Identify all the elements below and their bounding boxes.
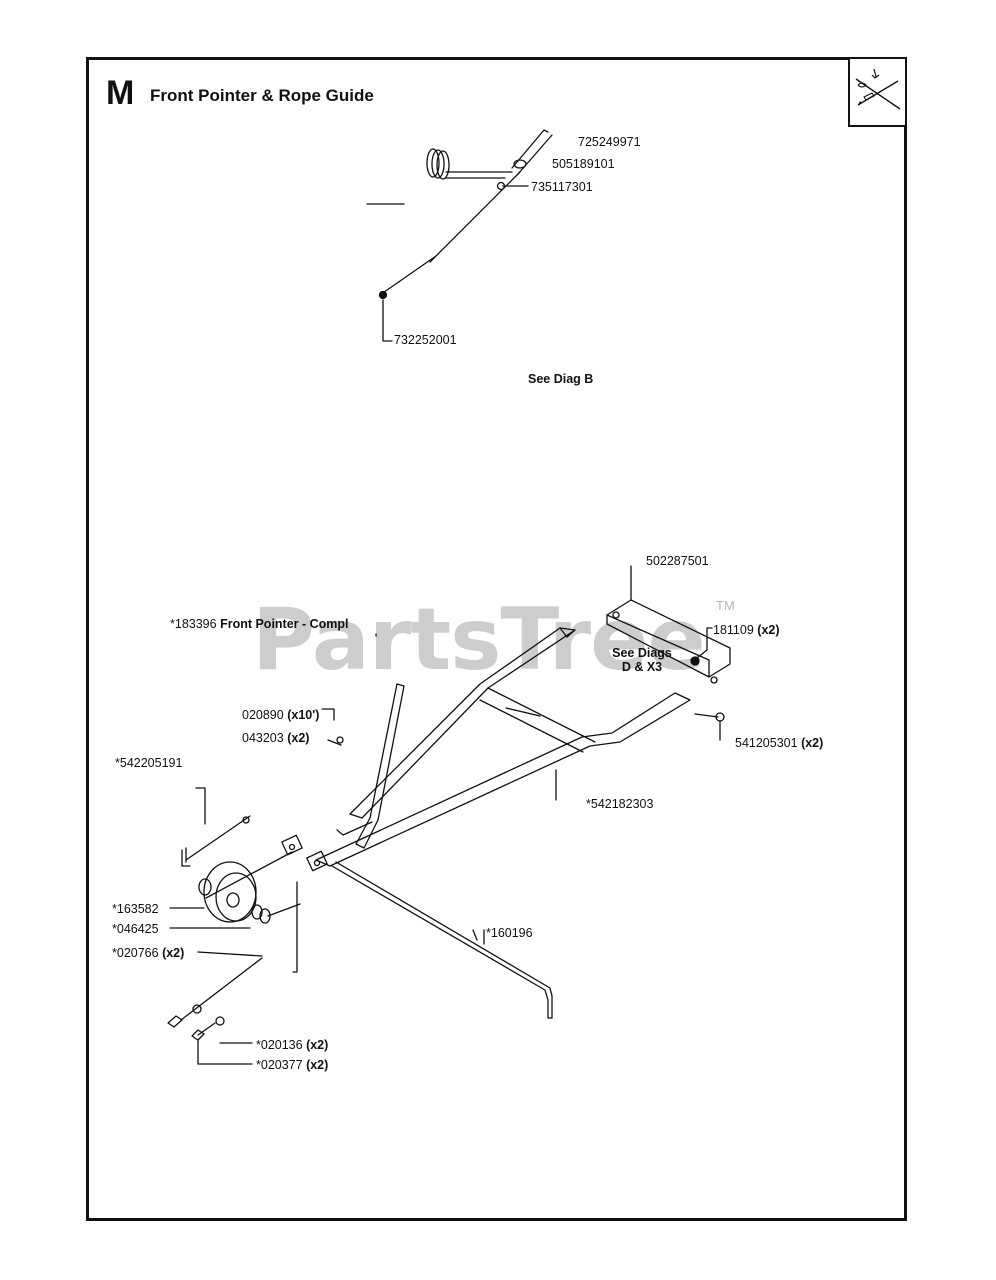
part-qty: (x10')	[287, 708, 320, 722]
part-label-043203: 043203 (x2)	[242, 731, 309, 745]
part-label-020377: *020377 (x2)	[256, 1058, 328, 1072]
part-label-183396: *183396 Front Pointer - Compl	[170, 617, 349, 631]
part-number: 541205301	[735, 736, 798, 750]
part-qty: (x2)	[306, 1058, 329, 1072]
part-label-542182303: *542182303	[586, 797, 654, 811]
part-qty: (x2)	[801, 736, 824, 750]
part-label-735117301: 735117301	[531, 180, 593, 194]
part-qty: (x2)	[757, 623, 780, 637]
part-label-020136: *020136 (x2)	[256, 1038, 328, 1052]
page-frame	[86, 57, 907, 1221]
part-label-725249971: 725249971	[578, 135, 641, 149]
part-label-505189101: 505189101	[552, 157, 615, 171]
part-qty: (x2)	[306, 1038, 329, 1052]
part-label-502287501: 502287501	[646, 554, 709, 568]
part-qty: (x2)	[162, 946, 185, 960]
part-label-732252001: 732252001	[394, 333, 457, 347]
part-label-160196: *160196	[486, 926, 533, 940]
front-pointer-drawing	[167, 565, 731, 1065]
part-label-163582: *163582	[112, 902, 159, 916]
watermark-brand: PartsTree	[252, 590, 706, 690]
part-label-046425: *046425	[112, 922, 159, 936]
part-label-020766: *020766 (x2)	[112, 946, 184, 960]
watermark-trademark: TM	[716, 598, 735, 613]
part-label-181109: 181109 (x2)	[713, 623, 780, 637]
part-number: 043203	[242, 731, 284, 745]
part-label-542205191: *542205191	[115, 756, 183, 770]
section-letter: M	[106, 74, 134, 112]
part-number: 020890	[242, 708, 284, 722]
part-number: *020377	[256, 1058, 303, 1072]
part-number: *020766	[112, 946, 159, 960]
part-label-020890: 020890 (x10')	[242, 708, 319, 722]
orientation-icon	[855, 68, 901, 110]
orientation-icon-box	[848, 57, 907, 127]
see-diags-d-x3-reference: See Diags D & X3	[604, 646, 680, 674]
part-number: 181109	[713, 623, 754, 637]
page-title: Front Pointer & Rope Guide	[150, 86, 374, 105]
part-label-541205301: 541205301 (x2)	[735, 736, 823, 750]
part-number: *020136	[256, 1038, 303, 1052]
rope-guide-drawing	[366, 129, 553, 342]
reference-line-1: See Diags	[612, 646, 672, 660]
reference-line-2: D & X3	[621, 660, 663, 674]
part-qty: (x2)	[287, 731, 310, 745]
assembly-part-number: *183396	[170, 617, 217, 631]
see-diag-b-reference: See Diag B	[528, 372, 594, 386]
assembly-name: Front Pointer - Compl	[220, 617, 349, 631]
